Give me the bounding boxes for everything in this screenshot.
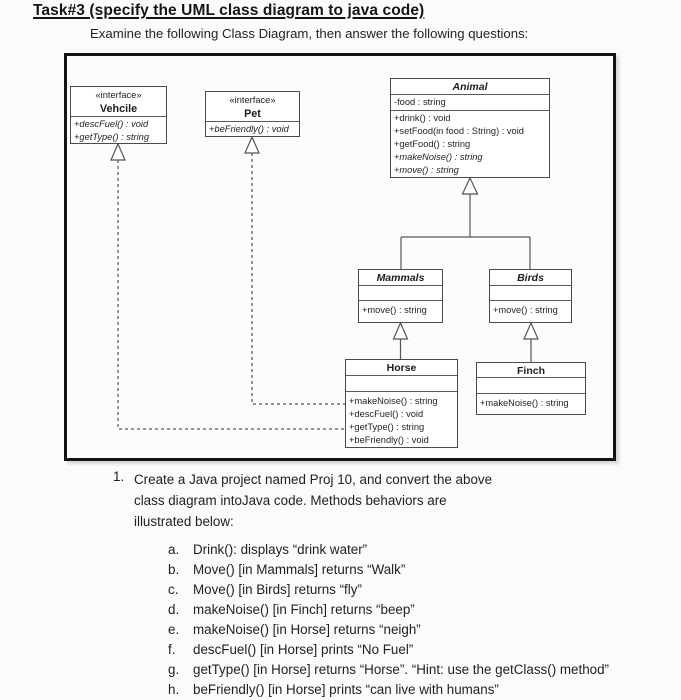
question-item-text: descFuel() [in Horse] prints “No Fuel” [193, 642, 414, 657]
uml-attributes-empty [477, 377, 585, 393]
realization-horse-vehcile [117, 160, 345, 430]
question-item: d. makeNoise() [in Finch] returns “beep” [168, 600, 609, 620]
uml-stereotype: «interface» [95, 90, 142, 100]
question-item-text: Drink(): displays “drink water” [193, 542, 368, 557]
uml-attributes-compartment: -food : string [391, 94, 549, 110]
uml-class-header: «interface» Pet [206, 92, 299, 121]
uml-class-name: Horse [386, 362, 417, 374]
question-item-letter: c. [168, 582, 179, 597]
hollow-triangle-arrowhead-icon [244, 135, 260, 154]
uml-method: +drink() : void [394, 113, 451, 123]
uml-methods-compartment: +move() : string [490, 300, 571, 322]
question-item: b. Move() [in Mammals] returns “Walk” [168, 560, 609, 580]
uml-method: +setFood(in food : String) : void [394, 126, 524, 136]
question-item-text: beFriendly() [in Horse] prints “can live… [193, 682, 499, 697]
question-item-letter: a. [168, 542, 180, 557]
question-item-letter: h. [168, 682, 180, 697]
question-item-letter: d. [168, 602, 180, 617]
question-item-letter: e. [168, 622, 180, 637]
diagram-frame: «interface» Vehcile +descFuel() : void +… [64, 53, 616, 461]
question-item-text: Move() [in Mammals] returns “Walk” [193, 562, 406, 577]
hollow-triangle-arrowhead-icon [392, 321, 409, 340]
uml-methods-compartment: +beFriendly() : void [206, 121, 299, 136]
question-item: h. beFriendly() [in Horse] prints “can li… [168, 680, 609, 700]
question-item: e. makeNoise() [in Horse] returns “neigh” [168, 620, 609, 640]
question-intro-line: Create a Java project named Proj 10, and… [134, 472, 493, 487]
question-item-letter: b. [168, 562, 180, 577]
uml-class-name: Animal [452, 81, 488, 93]
uml-method: +makeNoise() : string [394, 152, 483, 162]
uml-method: +move() : string [394, 165, 459, 175]
question-item-text: makeNoise() [in Finch] returns “beep” [193, 602, 415, 617]
uml-class-birds: Birds +move() : string [489, 269, 572, 323]
uml-connectors [110, 135, 539, 430]
uml-method: +beFriendly() : void [209, 124, 289, 134]
question-item-text: getType() [in Horse] returns “Horse”. “H… [193, 662, 609, 677]
uml-class-vehcile: «interface» Vehcile +descFuel() : void +… [70, 86, 167, 144]
question-item: c. Move() [in Birds] returns “fly” [168, 580, 609, 600]
uml-method: +move() : string [493, 305, 558, 315]
uml-attributes-empty [359, 285, 442, 300]
uml-class-header: «interface» Vehcile [71, 87, 166, 116]
question-item: a. Drink(): displays “drink water” [168, 540, 609, 560]
uml-methods-compartment: +move() : string [359, 300, 442, 322]
question-item-letter: f. [168, 642, 176, 657]
generalization-animal-tree [400, 194, 531, 269]
hollow-triangle-arrowhead-icon [461, 176, 479, 195]
hollow-triangle-arrowhead-icon [523, 321, 539, 340]
uml-class-name: Mammals [376, 272, 425, 284]
uml-class-horse: Horse +makeNoise() : string +descFuel() … [345, 359, 458, 448]
uml-methods-compartment: +makeNoise() : string +descFuel() : void… [346, 391, 457, 447]
question-item-text: makeNoise() [in Horse] returns “neigh” [193, 622, 421, 637]
question-items: a. Drink(): displays “drink water” b. Move… [168, 540, 609, 700]
uml-class-pet: «interface» Pet +beFriendly() : void [205, 91, 300, 137]
uml-method: +descFuel() : void [74, 119, 149, 129]
uml-class-name: Pet [244, 108, 261, 120]
uml-method: +getType() : string [349, 422, 425, 432]
uml-methods-compartment: +drink() : void +setFood(in food : Strin… [391, 110, 549, 177]
uml-method: +descFuel() : void [349, 409, 424, 419]
uml-class-finch: Finch +makeNoise() : string [476, 362, 586, 415]
uml-method: +makeNoise() : string [349, 396, 438, 406]
question-intro: Create a Java project named Proj 10, and… [134, 469, 609, 532]
uml-stereotype: «interface» [229, 95, 276, 105]
question-block: 1. Create a Java project named Proj 10, … [113, 469, 609, 700]
uml-method: +makeNoise() : string [480, 398, 569, 408]
realization-horse-pet [251, 153, 345, 405]
uml-attribute: -food : string [394, 97, 446, 108]
uml-class-name: Finch [517, 365, 545, 377]
uml-attributes-empty [346, 375, 457, 391]
uml-method: +getType() : string [74, 132, 150, 142]
question-intro-line: class diagram intoJava code. Methods beh… [134, 493, 447, 508]
uml-methods-compartment: +descFuel() : void +getType() : string [71, 116, 166, 144]
uml-class-mammals: Mammals +move() : string [358, 269, 443, 323]
uml-attributes-empty [490, 285, 571, 300]
uml-class-name: Birds [517, 272, 544, 284]
question-item-text: Move() [in Birds] returns “fly” [193, 582, 362, 597]
uml-method: +beFriendly() : void [349, 435, 429, 445]
uml-class-animal: Animal -food : string +drink() : void +s… [390, 78, 550, 178]
question-item-letter: g. [168, 662, 180, 677]
question-intro-line: illustrated below: [134, 514, 234, 529]
uml-methods-compartment: +makeNoise() : string [477, 393, 585, 414]
question-number: 1. [113, 469, 125, 484]
uml-diagram: «interface» Vehcile +descFuel() : void +… [67, 56, 613, 458]
question-item: f. descFuel() [in Horse] prints “No Fuel” [168, 640, 609, 660]
page-title: Task#3 (specify the UML class diagram to… [33, 2, 425, 19]
hollow-triangle-arrowhead-icon [110, 142, 126, 161]
page-subtitle: Examine the following Class Diagram, the… [90, 26, 529, 41]
uml-class-name: Vehcile [99, 103, 138, 115]
uml-method: +getFood() : string [394, 139, 471, 149]
uml-method: +move() : string [362, 305, 427, 315]
question-item: g. getType() [in Horse] returns “Horse”. … [168, 660, 609, 680]
